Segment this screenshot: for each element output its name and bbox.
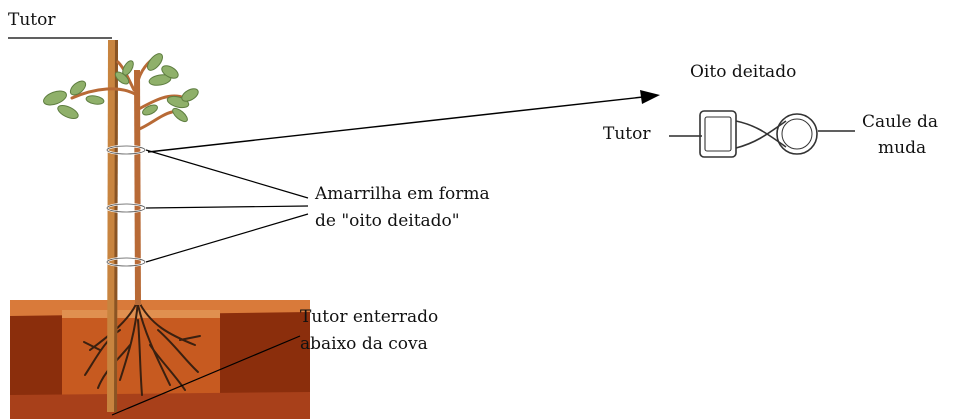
enterrado-label-line1: Tutor enterrado (300, 307, 439, 327)
tutor-detail-label: Tutor (603, 124, 651, 144)
figure-eight-detail (699, 110, 818, 158)
tutor-square-icon (699, 110, 737, 158)
amarrilha-leader-top (145, 149, 309, 199)
amarrilha-label-line2: de "oito deitado" (315, 211, 460, 231)
amarrilha-leader-mid (145, 205, 309, 209)
tutor-top-label: Tutor (8, 10, 56, 30)
detail-arrow (147, 90, 660, 153)
caule-label-line2: muda (878, 138, 927, 158)
enterrado-leader (111, 335, 301, 416)
seedling (43, 53, 199, 305)
oito-deitado-title: Oito deitado (690, 62, 797, 82)
stem-circle-icon (776, 113, 818, 155)
amarrilha-leader-bot (145, 213, 309, 263)
leader-lines (8, 37, 855, 416)
tutor-stake (107, 40, 118, 412)
amarrilha-label-line1: Amarrilha em forma (315, 184, 490, 204)
caule-label-line1: Caule da (862, 112, 939, 132)
enterrado-label-line2: abaixo da cova (300, 334, 428, 354)
